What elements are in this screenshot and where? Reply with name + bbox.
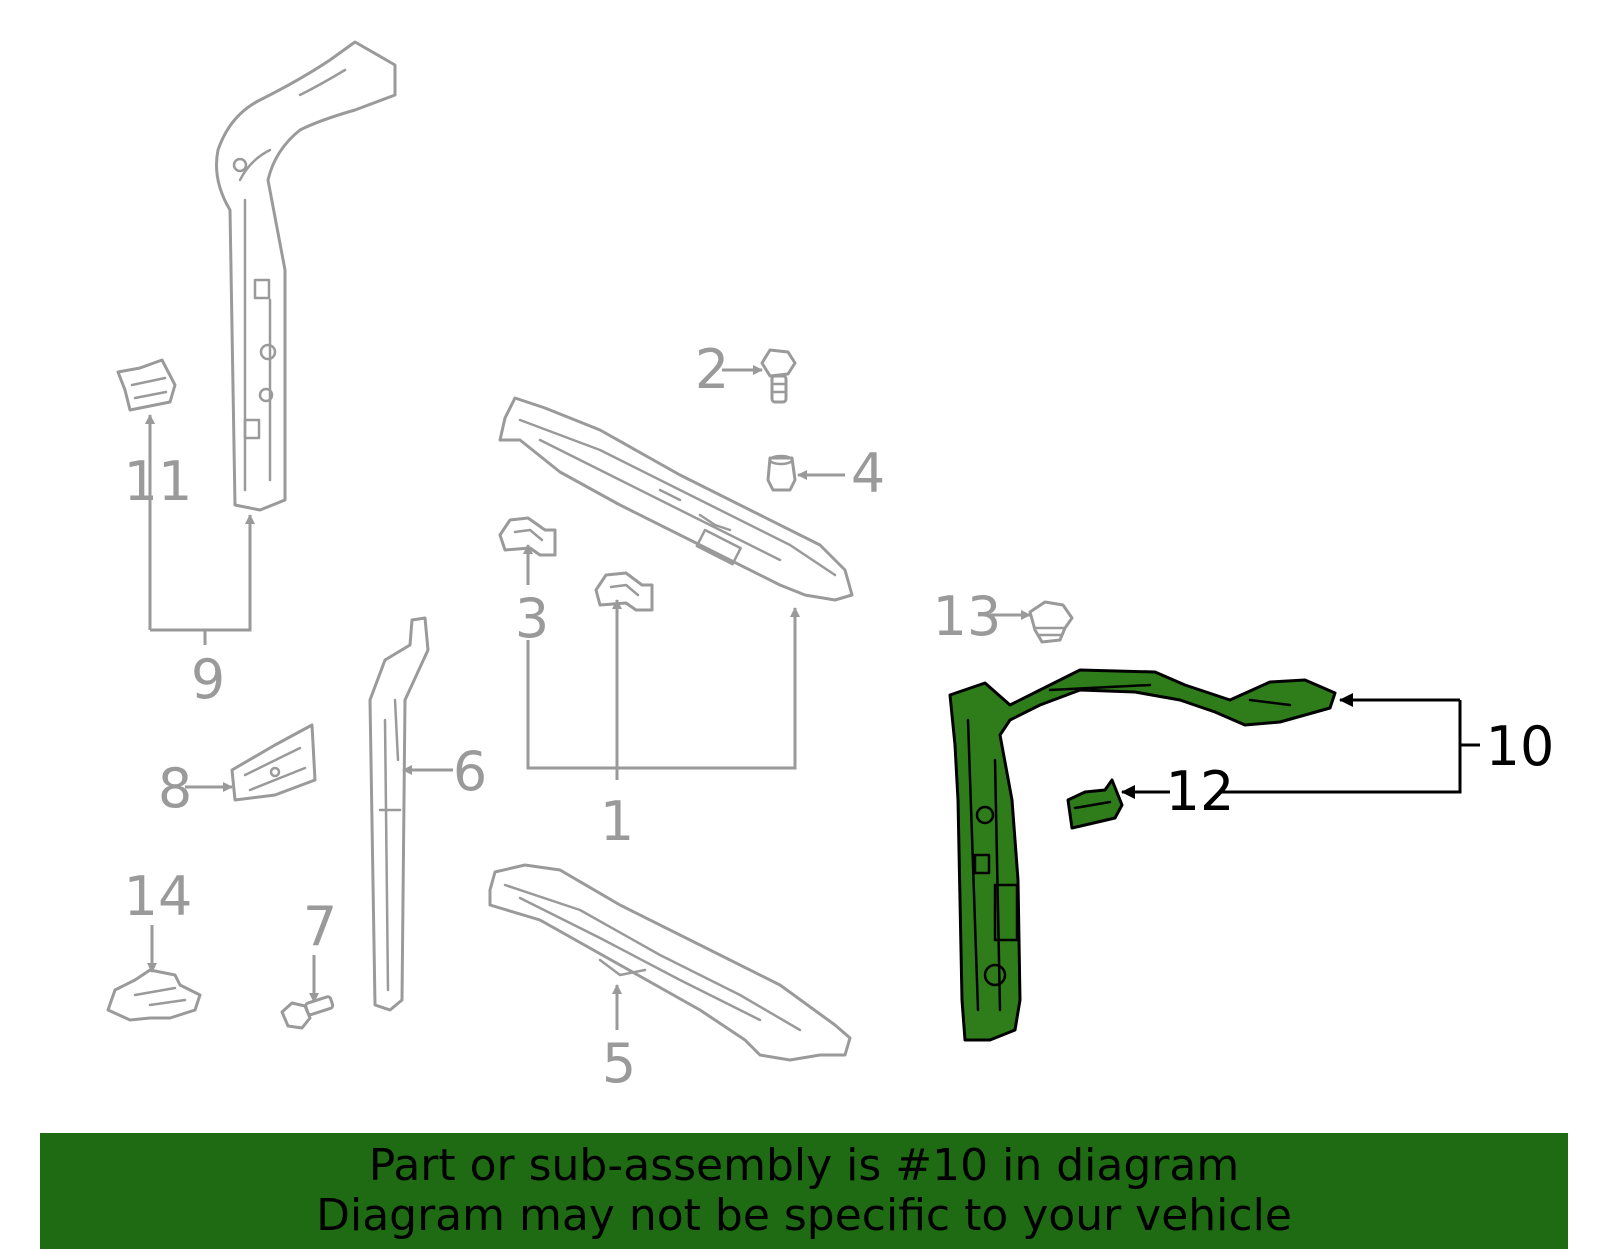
part-7-bolt[interactable] [280,995,335,1030]
callout-7: 7 [303,895,337,958]
callout-14: 14 [124,865,193,928]
callout-3: 3 [515,587,549,650]
banner-line-1: Part or sub-assembly is #10 in diagram [368,1140,1240,1191]
part-11-clip[interactable] [116,358,177,412]
part-14-clip[interactable] [106,968,202,1022]
part-1-clip[interactable] [594,571,654,612]
part-4-grommet[interactable] [766,454,797,492]
part-10-highlighted-support[interactable] [948,668,1337,1042]
callout-12: 12 [1166,760,1235,823]
part-13-grommet[interactable] [1028,600,1074,644]
callout-6: 6 [453,740,487,803]
part-2-bolt[interactable] [760,348,797,404]
part-5-lower-tie-bar[interactable] [488,863,852,1062]
callout-8: 8 [158,757,192,820]
part-6-side-member[interactable] [368,616,430,1012]
banner-line-2: Diagram may not be specific to your vehi… [316,1190,1292,1241]
part-12-highlighted-clip[interactable] [1066,778,1124,830]
callout-9: 9 [191,648,225,711]
callout-11: 11 [124,450,193,513]
callout-10: 10 [1486,715,1555,778]
info-banner: Part or sub-assembly is #10 in diagram D… [40,1133,1568,1249]
callout-1: 1 [600,790,634,853]
part-8-bracket[interactable] [230,723,317,802]
callout-labels: 1 2 3 4 5 6 7 8 9 10 11 12 13 14 [124,338,1555,1095]
callout-2: 2 [695,338,729,401]
part-1-upper-tie-bar[interactable] [498,396,854,602]
leader-lines-highlighted [1121,693,1480,799]
callout-13: 13 [933,585,1002,648]
part-3-clip[interactable] [498,516,557,557]
leader-lines [145,365,1031,1030]
callout-4: 4 [851,442,885,505]
part-9-support[interactable] [215,40,397,512]
callout-5: 5 [602,1032,636,1095]
